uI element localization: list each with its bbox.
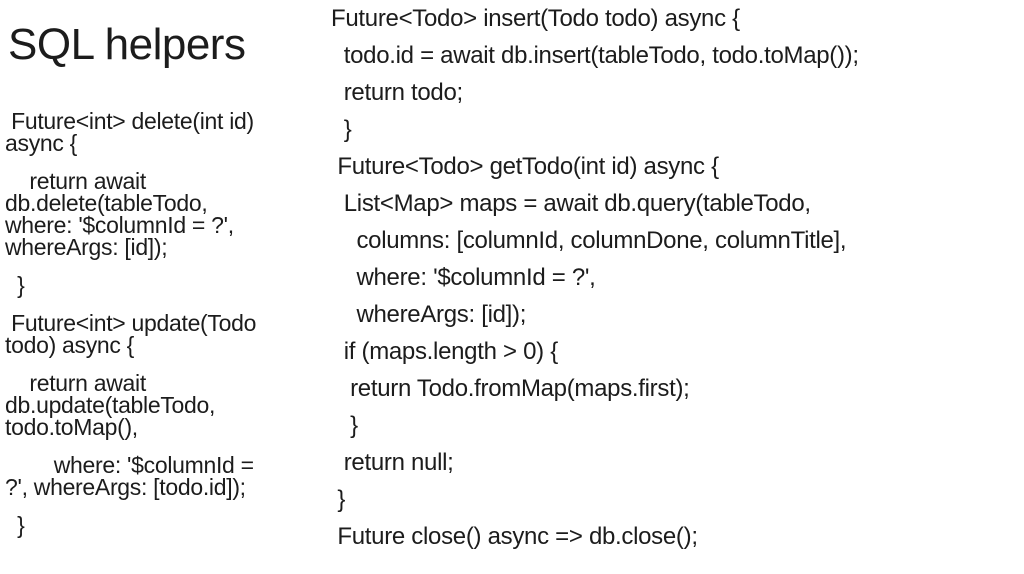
code-line: Future<int> update(Todo xyxy=(5,310,257,336)
code-line: columns: [columnId, columnDone, columnTi… xyxy=(331,227,847,254)
code-line: whereArgs: [id]); xyxy=(331,301,527,328)
code-line: Future<int> delete(int id) xyxy=(5,108,254,134)
slide-title: SQL helpers xyxy=(8,20,246,69)
code-line: } xyxy=(5,512,25,538)
code-line: db.update(tableTodo, xyxy=(5,392,216,418)
code-line: db.delete(tableTodo, xyxy=(5,190,208,216)
code-line: todo.toMap(), xyxy=(5,414,138,440)
code-line: } xyxy=(331,486,346,513)
code-line: } xyxy=(331,412,358,439)
code-line: return await xyxy=(5,168,146,194)
code-line: async { xyxy=(5,130,78,156)
code-paragraph: } xyxy=(5,272,320,298)
code-line: where: '$columnId = ?', xyxy=(331,264,596,291)
code-paragraph: where: '$columnId =?', whereArgs: [todo.… xyxy=(5,452,320,500)
code-paragraph: Future<int> delete(int id)async { xyxy=(5,108,320,156)
code-line: Future close() async => db.close(); xyxy=(331,523,698,550)
code-line: return todo; xyxy=(331,79,463,106)
code-line: if (maps.length > 0) { xyxy=(331,338,558,365)
code-line: return await xyxy=(5,370,146,396)
code-line: return null; xyxy=(331,449,454,476)
code-line: } xyxy=(331,116,352,143)
code-line: ?', whereArgs: [todo.id]); xyxy=(5,474,246,500)
code-line: } xyxy=(5,272,25,298)
code-line: Future<Todo> getTodo(int id) async { xyxy=(331,153,719,180)
code-line: todo) async { xyxy=(5,332,135,358)
code-line: Future<Todo> insert(Todo todo) async { xyxy=(331,5,740,32)
code-line: where: '$columnId = ?', xyxy=(5,212,234,238)
right-code-block: Future<Todo> insert(Todo todo) async { t… xyxy=(331,0,1023,555)
code-line: return Todo.fromMap(maps.first); xyxy=(331,375,690,402)
code-line: todo.id = await db.insert(tableTodo, tod… xyxy=(331,42,859,69)
left-code-block: Future<int> delete(int id)async { return… xyxy=(5,110,320,552)
code-line: where: '$columnId = xyxy=(5,452,254,478)
code-line: List<Map> maps = await db.query(tableTod… xyxy=(331,190,811,217)
code-paragraph: } xyxy=(5,512,320,538)
code-line: whereArgs: [id]); xyxy=(5,234,168,260)
